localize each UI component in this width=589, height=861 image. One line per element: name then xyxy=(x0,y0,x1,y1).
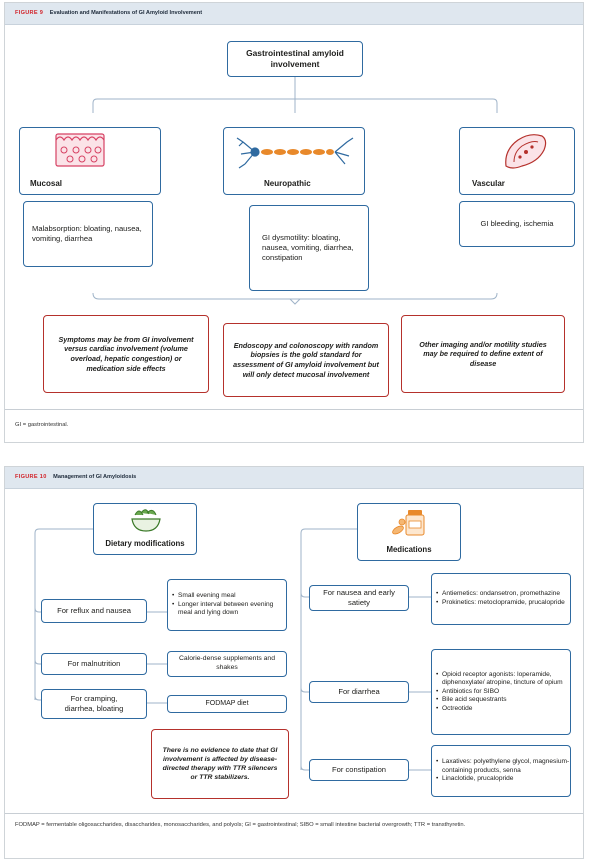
figure-10: FIGURE 10 Management of GI Amyloidosis xyxy=(4,466,584,859)
bullet-item: Linaclotide, prucalopride xyxy=(436,775,570,784)
row-label: For constipation xyxy=(331,765,387,774)
note-text: There is no evidence to date that GI inv… xyxy=(162,747,278,781)
figure-number: FIGURE 10 xyxy=(15,474,47,480)
bullet-item: Longer interval between evening meal and… xyxy=(172,601,286,618)
medications-header-label: Medications xyxy=(386,545,432,554)
row-label: For malnutrition xyxy=(67,659,121,668)
med-detail-diarrhea: Opioid receptor agonists: loperamide, di… xyxy=(431,649,571,735)
bullet-item: Antiemetics: ondansetron, promethazine xyxy=(436,590,565,599)
detail-text: GI dysmotility: bloating, nausea, vomiti… xyxy=(262,233,354,262)
figure-10-caption: FODMAP = fermentable oligosaccharides, d… xyxy=(15,822,466,828)
note-no-evidence: There is no evidence to date that GI inv… xyxy=(151,729,289,799)
row-label: For diarrhea xyxy=(338,687,380,696)
note-text: Other imaging and/or motility studies ma… xyxy=(419,339,547,368)
category-mucosal: Mucosal xyxy=(19,127,161,195)
figure-9: FIGURE 9 Evaluation and Manifestations o… xyxy=(4,2,584,443)
salad-bowl-icon xyxy=(131,509,161,532)
blood-vessel-icon xyxy=(505,134,547,169)
row-label: For reflux and nausea xyxy=(57,606,131,615)
bullet-item: Small evening meal xyxy=(172,592,286,601)
medications-header: Medications xyxy=(357,503,461,561)
bullet-item: Laxatives: polyethylene glycol, magnesiu… xyxy=(436,758,570,775)
row-label: For nausea and early satiety xyxy=(323,588,395,607)
pill-bottle-icon xyxy=(392,510,425,536)
detail-text: Calorie-dense supplements and shakes xyxy=(179,655,275,671)
figure-9-header: FIGURE 9 Evaluation and Manifestations o… xyxy=(5,3,583,25)
figure-title: Management of GI Amyloidosis xyxy=(53,474,137,480)
dietary-row-malnutrition: For malnutrition xyxy=(41,653,147,675)
root-label: Gastrointestinal amyloid involvement xyxy=(246,48,344,69)
bullet-item: Opioid receptor agonists: loperamide, di… xyxy=(436,671,570,688)
category-label: Vascular xyxy=(472,179,505,188)
intestinal-mucosa-icon xyxy=(55,133,105,167)
med-row-diarrhea: For diarrhea xyxy=(309,681,409,703)
med-detail-nausea: Antiemetics: ondansetron, promethazine P… xyxy=(431,573,571,625)
dietary-row-cramping: For cramping, diarrhea, bloating xyxy=(41,689,147,719)
detail-vascular: GI bleeding, ischemia xyxy=(459,201,575,247)
bullet-item: Prokinetics: metoclopramide, prucaloprid… xyxy=(436,599,565,608)
category-neuropathic: Neuropathic xyxy=(223,127,365,195)
figure-9-caption: GI = gastrointestinal. xyxy=(15,422,69,428)
bullet-item: Octreotide xyxy=(436,705,570,714)
figure-10-header: FIGURE 10 Management of GI Amyloidosis xyxy=(5,467,583,489)
caption-divider xyxy=(5,813,583,814)
dietary-header-label: Dietary modifications xyxy=(105,539,185,548)
category-vascular: Vascular xyxy=(459,127,575,195)
dietary-detail-reflux: Small evening meal Longer interval betwe… xyxy=(167,579,287,631)
figure-10-connectors xyxy=(34,528,431,771)
root-node: Gastrointestinal amyloid involvement xyxy=(227,41,363,77)
dietary-header: Dietary modifications xyxy=(93,503,197,555)
note-text: Symptoms may be from GI involvement vers… xyxy=(58,334,194,373)
figure-9-connectors xyxy=(92,77,498,305)
neuron-icon xyxy=(236,137,354,169)
detail-text: Malabsorption: bloating, nausea, vomitin… xyxy=(32,224,142,243)
detail-mucosal: Malabsorption: bloating, nausea, vomitin… xyxy=(23,201,153,267)
caption-divider xyxy=(5,409,583,410)
med-detail-constipation: Laxatives: polyethylene glycol, magnesiu… xyxy=(431,745,571,797)
category-label: Neuropathic xyxy=(264,179,311,188)
note-imaging: Other imaging and/or motility studies ma… xyxy=(401,315,565,393)
bullet-item: Antibiotics for SIBO xyxy=(436,688,570,697)
figure-title: Evaluation and Manifestations of GI Amyl… xyxy=(49,10,203,16)
figure-number: FIGURE 9 xyxy=(15,10,44,16)
med-row-nausea: For nausea and early satiety xyxy=(309,585,409,611)
note-text: Endoscopy and colonoscopy with random bi… xyxy=(233,340,379,379)
detail-neuropathic: GI dysmotility: bloating, nausea, vomiti… xyxy=(249,205,369,291)
note-symptoms: Symptoms may be from GI involvement vers… xyxy=(43,315,209,393)
category-label: Mucosal xyxy=(30,179,63,188)
bullet-item: Bile acid sequestrants xyxy=(436,696,570,705)
detail-text: GI bleeding, ischemia xyxy=(480,219,554,228)
dietary-row-reflux: For reflux and nausea xyxy=(41,599,147,623)
note-endoscopy: Endoscopy and colonoscopy with random bi… xyxy=(223,323,389,397)
med-row-constipation: For constipation xyxy=(309,759,409,781)
dietary-detail-malnutrition: Calorie-dense supplements and shakes xyxy=(167,651,287,677)
row-label: For cramping, diarrhea, bloating xyxy=(64,694,124,713)
detail-text: FODMAP diet xyxy=(205,700,249,707)
dietary-detail-cramping: FODMAP diet xyxy=(167,695,287,713)
